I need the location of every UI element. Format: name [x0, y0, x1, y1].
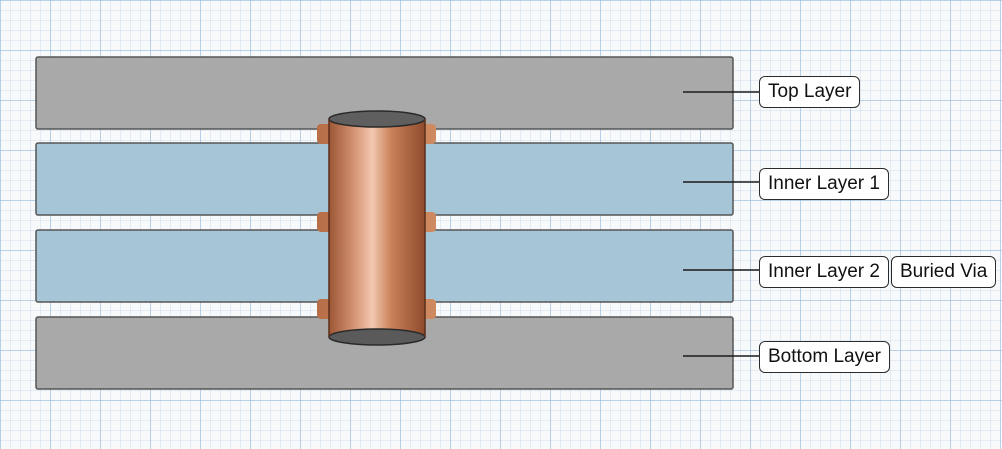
bottom-layer-label: Bottom Layer	[759, 341, 890, 373]
leader-lines	[683, 91, 759, 357]
inner-layer-1-label: Inner Layer 1	[759, 168, 889, 200]
buried-via-barrel	[328, 110, 426, 346]
top-layer-label: Top Layer	[759, 76, 861, 108]
inner-layer-2-label: Inner Layer 2	[759, 256, 889, 288]
buried-via-label: Buried Via	[891, 256, 997, 288]
